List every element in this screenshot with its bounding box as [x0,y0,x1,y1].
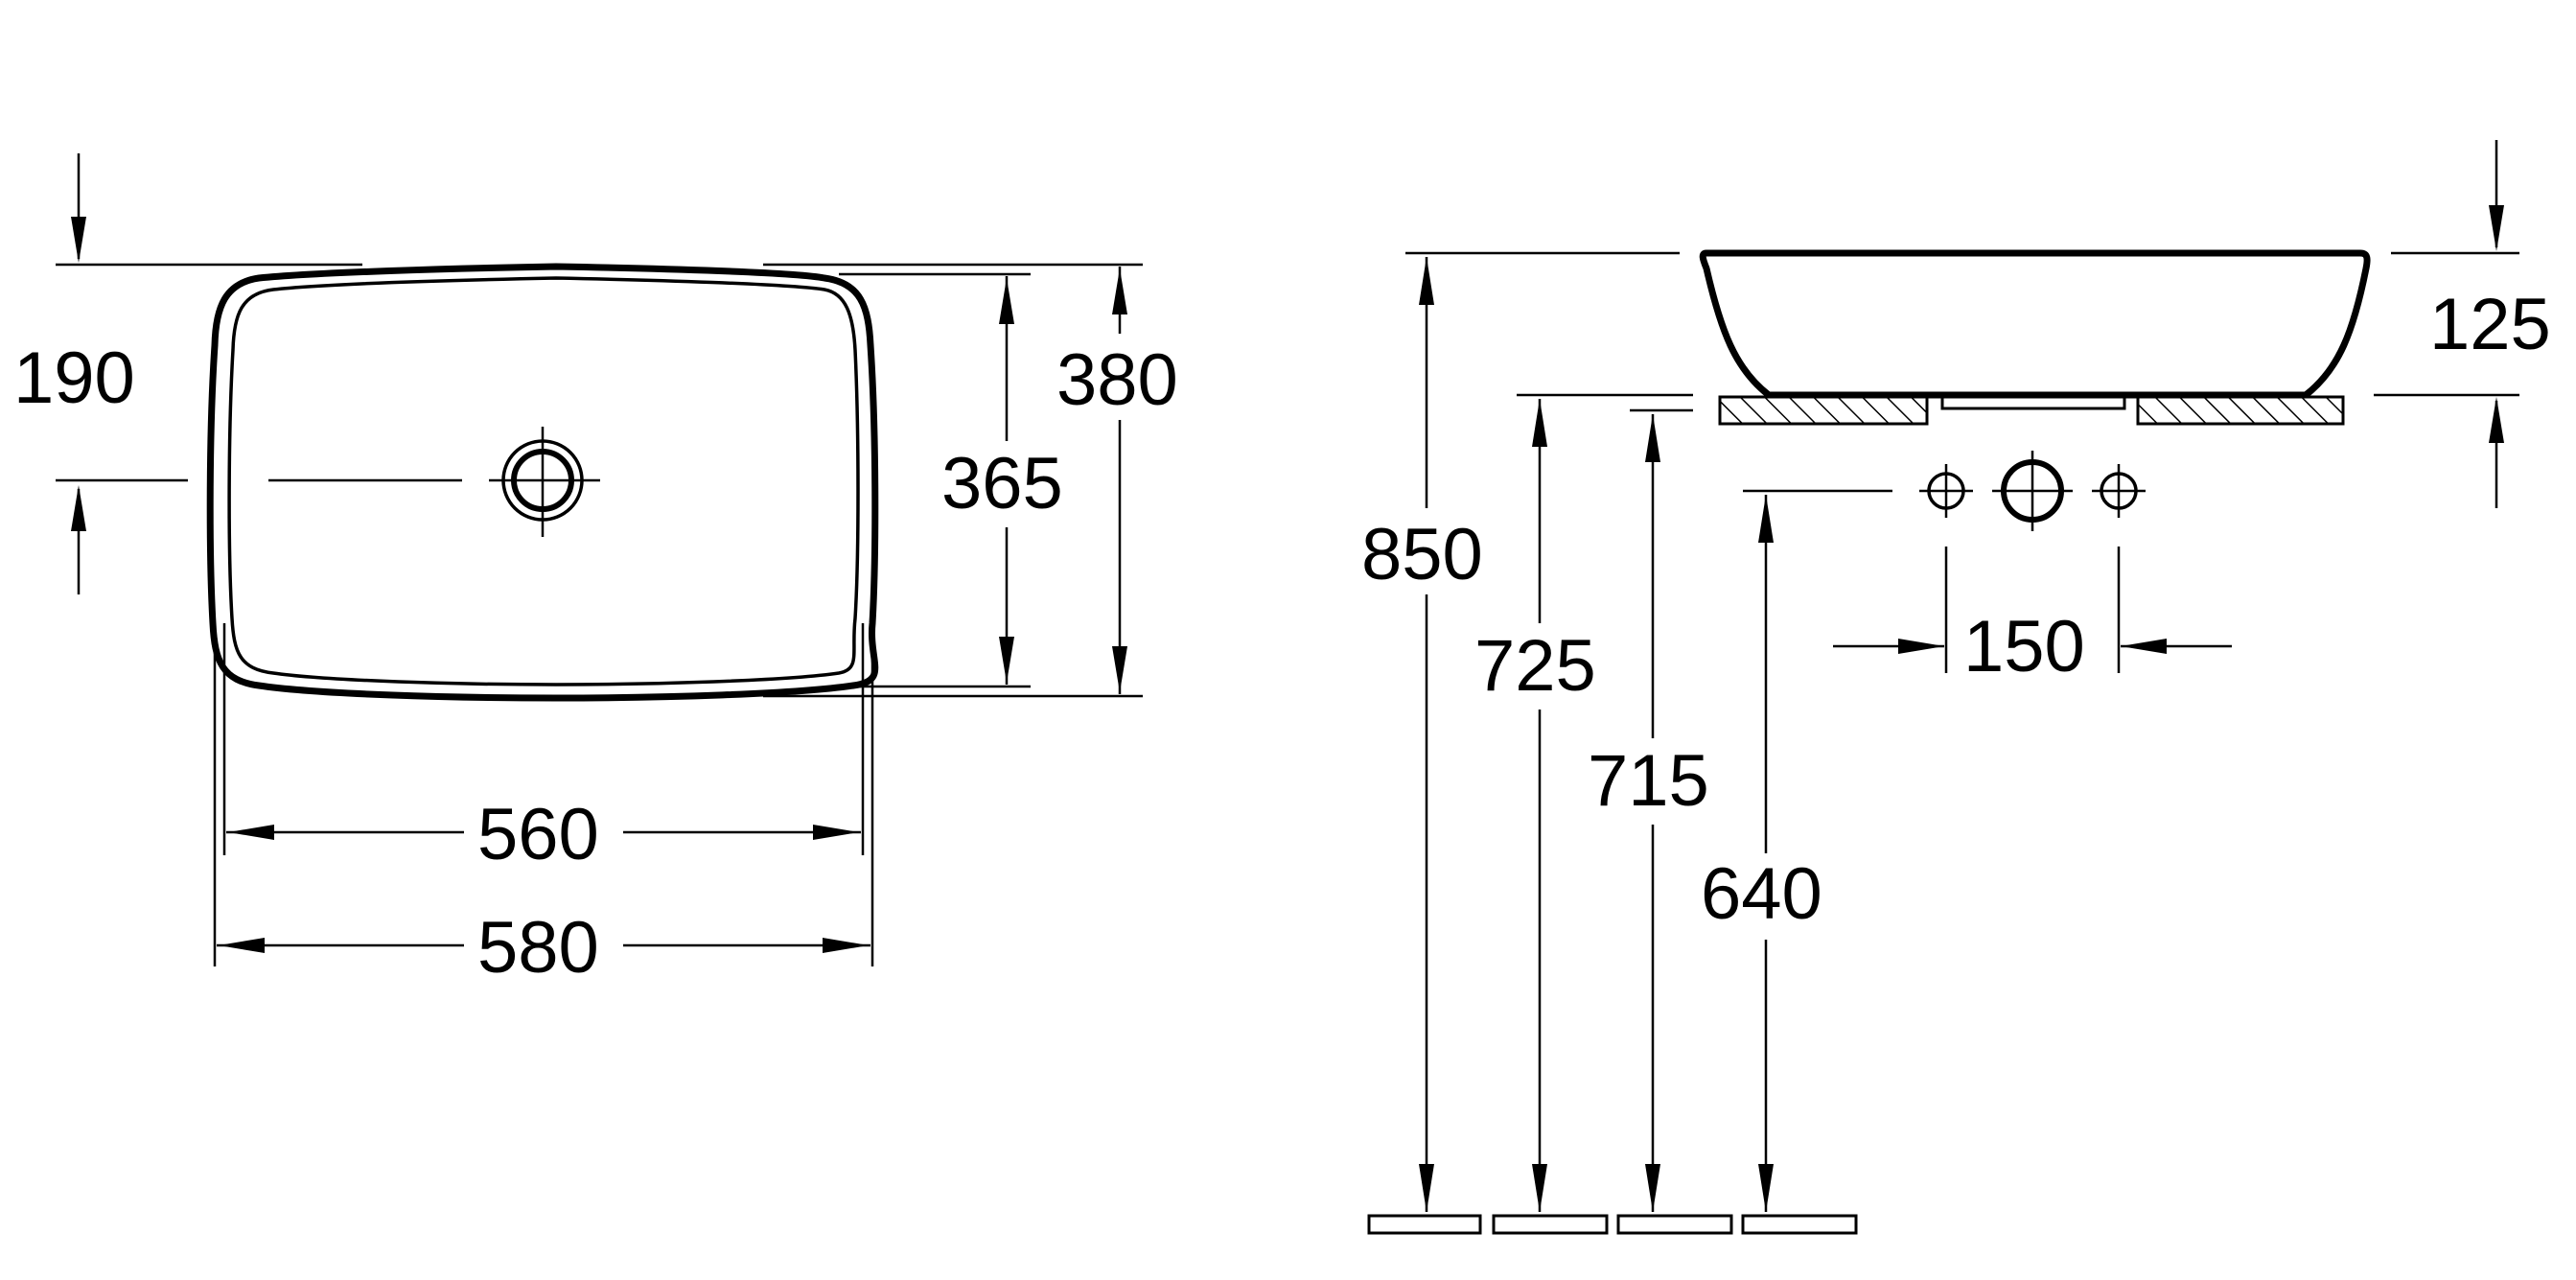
dim-height-640: 640 [1701,853,1822,935]
dim-depth-380: 380 [1056,339,1178,421]
countertop-left [1718,395,1929,426]
basin-side-profile [1699,249,2371,399]
dim-offset-190: 190 [13,337,135,419]
dim-basin-height-125: 125 [2429,284,2551,365]
basin-inner-outline [227,276,860,687]
drain-plate [1940,395,2126,410]
dim-height-725: 725 [1474,625,1596,707]
dim-inner-depth-365: 365 [941,443,1063,524]
dim-inner-width-560: 560 [477,794,599,875]
dim-height-850: 850 [1361,514,1483,595]
basin-outer-outline [206,263,879,702]
dim-width-580: 580 [477,907,599,989]
floor-block-3 [1616,1214,1733,1235]
drain-top-view [489,427,600,537]
countertop-right [2136,395,2345,426]
top-view: 190 380 365 560 580 [13,153,1189,989]
dim-spacing-150: 150 [1963,606,2085,687]
floor-block-4 [1741,1214,1858,1235]
dim-height-715: 715 [1588,740,1709,822]
tap-hole-right [2092,464,2146,518]
side-view: 850 725 715 640 [1359,140,2551,1235]
tap-hole-left [1919,464,1973,518]
floor-block-2 [1492,1214,1609,1235]
drain-hole-center [1992,451,2073,531]
floor-block-1 [1367,1214,1482,1235]
